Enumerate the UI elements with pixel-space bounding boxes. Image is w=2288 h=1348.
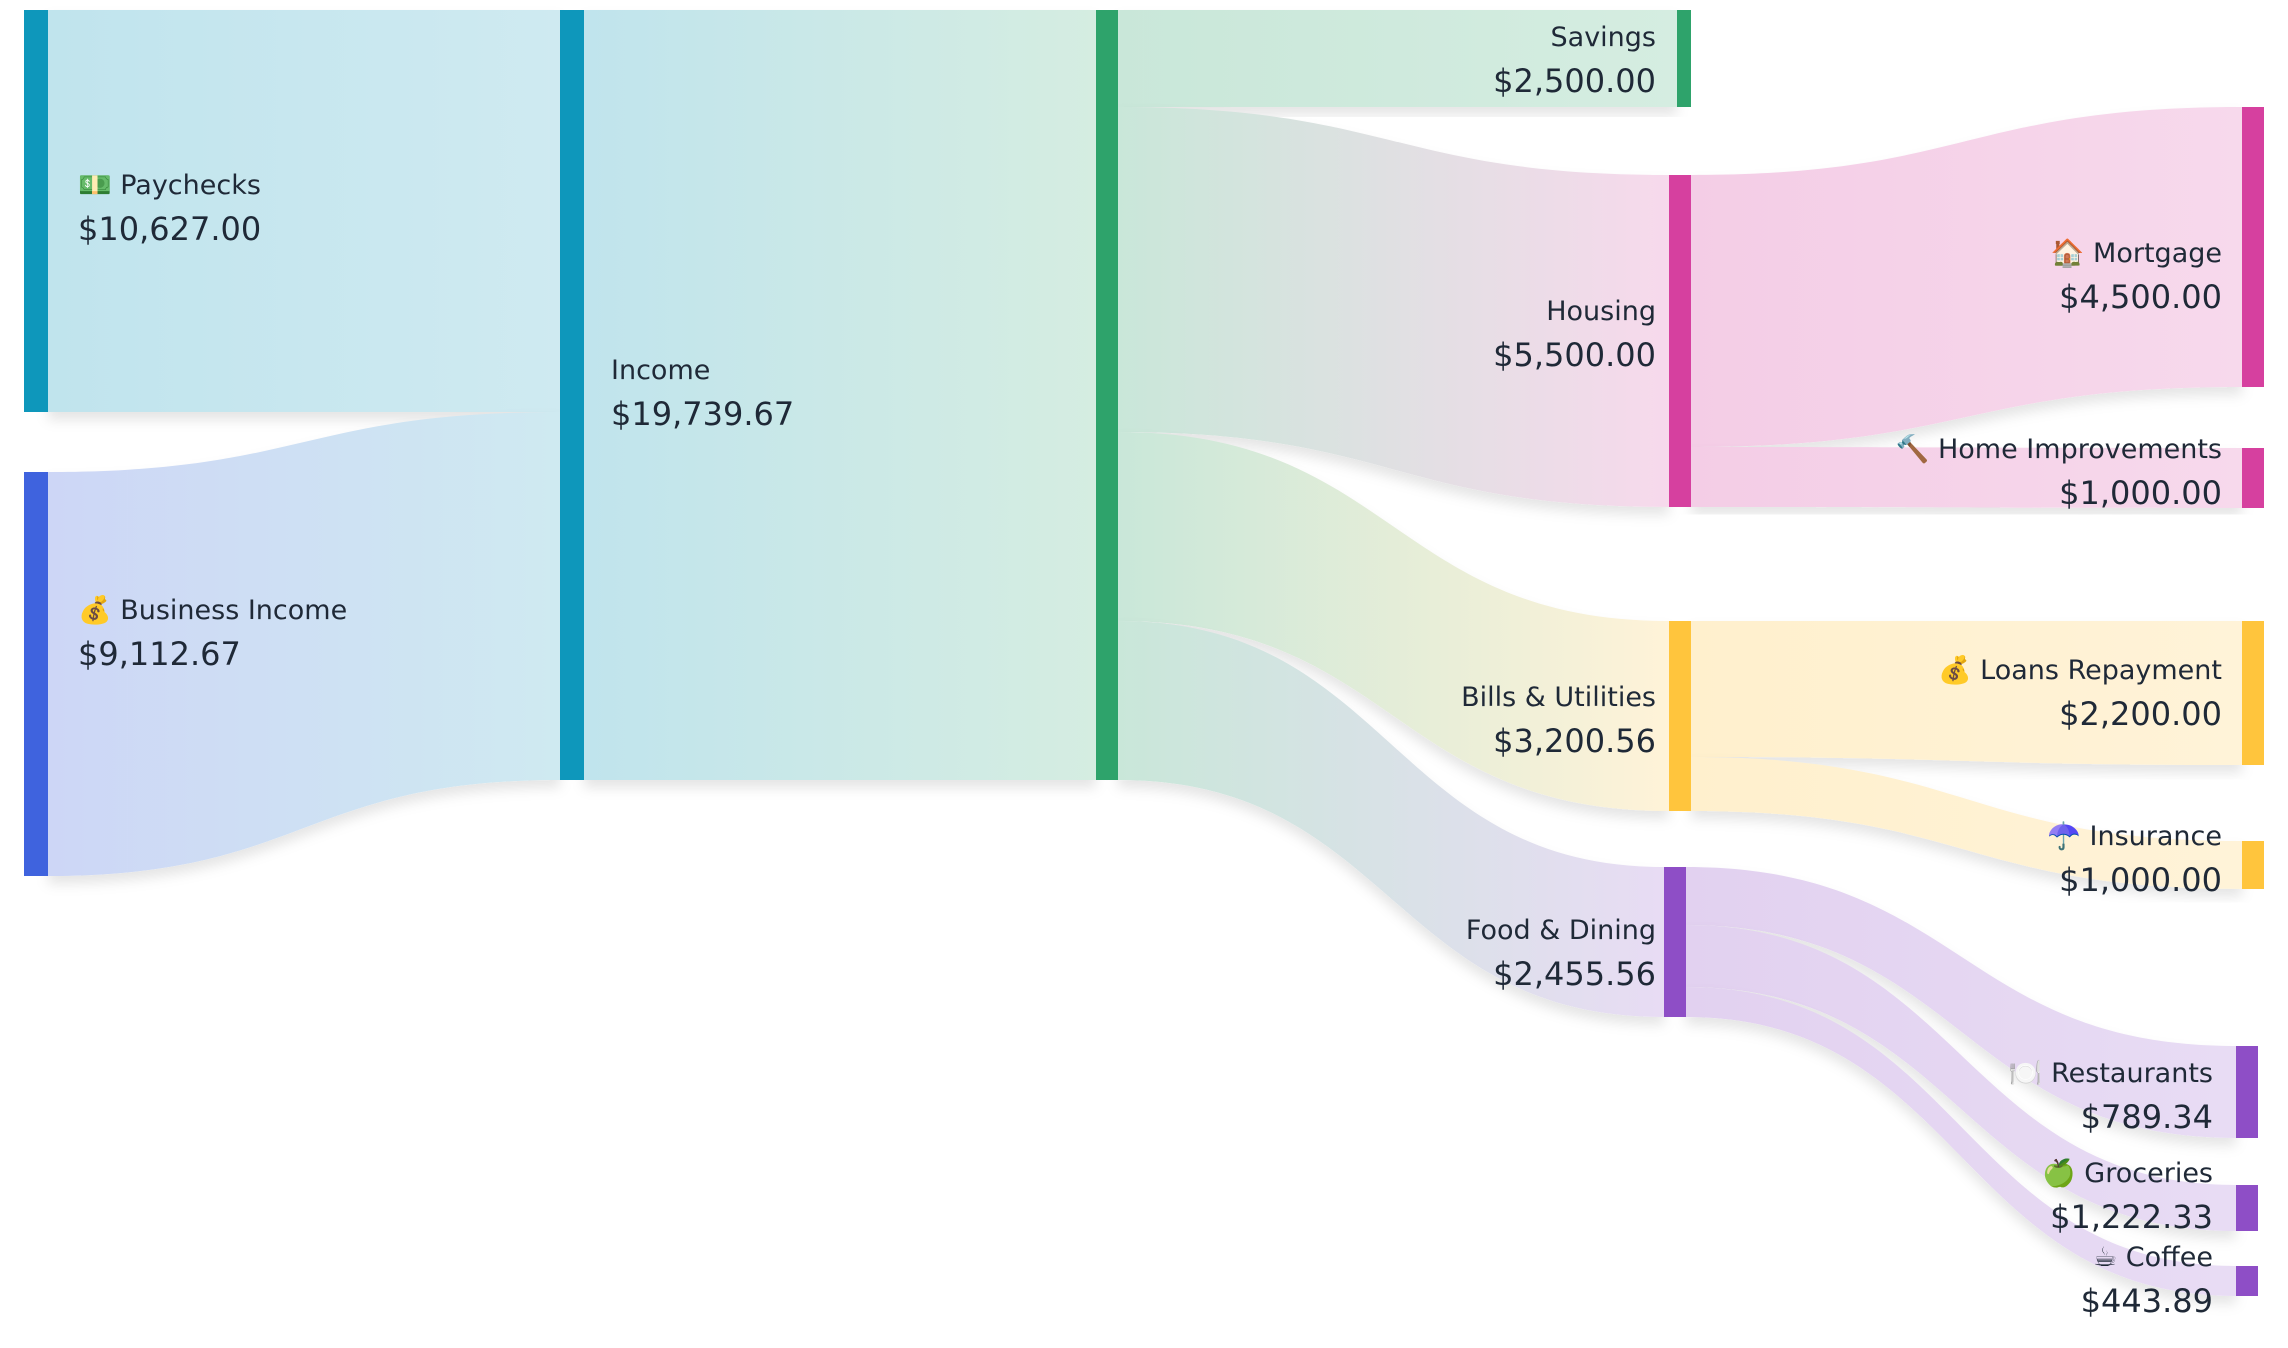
node-label-paychecks: 💵 Paychecks $10,627.00 xyxy=(78,170,261,248)
node-value-mortgage: $4,500.00 xyxy=(2059,278,2222,317)
node-label-savings: Savings $2,500.00 xyxy=(1493,22,1656,100)
link-income-to-budget xyxy=(584,10,1096,780)
node-label-insurance: ☂️ Insurance $1,000.00 xyxy=(2047,821,2222,899)
node-bar-budget[interactable] xyxy=(1096,10,1118,780)
node-name-groceries: 🍏 Groceries xyxy=(2042,1158,2213,1189)
node-bar-groceries[interactable] xyxy=(2236,1185,2258,1231)
node-bar-insurance[interactable] xyxy=(2242,841,2264,889)
node-label-business: 💰 Business Income $9,112.67 xyxy=(78,595,347,673)
node-label-coffee: ☕ Coffee $443.89 xyxy=(2081,1242,2213,1320)
node-bar-coffee[interactable] xyxy=(2236,1266,2258,1296)
node-label-bills: Bills & Utilities $3,200.56 xyxy=(1461,682,1656,760)
node-name-mortgage: 🏠 Mortgage xyxy=(2050,238,2222,269)
node-value-paychecks: $10,627.00 xyxy=(78,210,262,249)
link-business-to-income xyxy=(48,412,560,876)
node-bar-savings[interactable] xyxy=(1677,10,1691,107)
node-name-business: 💰 Business Income xyxy=(78,595,348,626)
link-budget-to-bills xyxy=(1118,432,1669,811)
node-value-coffee: $443.89 xyxy=(2080,1282,2213,1321)
node-name-bills: Bills & Utilities xyxy=(1461,682,1656,713)
node-label-restaurants: 🍽️ Restaurants $789.34 xyxy=(2009,1058,2213,1136)
node-value-food: $2,455.56 xyxy=(1493,955,1656,994)
link-paychecks-to-income xyxy=(48,10,560,412)
node-label-loans: 💰 Loans Repayment $2,200.00 xyxy=(1938,655,2222,733)
node-label-homeimp: 🔨 Home Improvements $1,000.00 xyxy=(1896,434,2222,512)
node-value-housing: $5,500.00 xyxy=(1493,336,1656,375)
link-food-to-coffee xyxy=(1686,987,2236,1296)
node-label-housing: Housing $5,500.00 xyxy=(1493,296,1656,374)
node-bar-mortgage[interactable] xyxy=(2242,107,2264,387)
node-label-food: Food & Dining $2,455.56 xyxy=(1466,915,1656,993)
link-housing-to-homeimp xyxy=(1691,447,2242,508)
node-name-homeimp: 🔨 Home Improvements xyxy=(1895,434,2222,465)
node-label-income: Income $19,739.67 xyxy=(611,355,794,433)
node-name-savings: Savings xyxy=(1550,22,1656,53)
node-bar-housing[interactable] xyxy=(1669,175,1691,507)
node-value-loans: $2,200.00 xyxy=(2059,695,2222,734)
node-name-restaurants: 🍽️ Restaurants xyxy=(2008,1058,2213,1089)
node-name-paychecks: 💵 Paychecks xyxy=(78,170,261,201)
node-value-bills: $3,200.56 xyxy=(1493,722,1656,761)
node-value-insurance: $1,000.00 xyxy=(2059,861,2222,900)
node-name-food: Food & Dining xyxy=(1465,915,1656,946)
node-name-income: Income xyxy=(611,355,711,386)
node-name-housing: Housing xyxy=(1546,296,1656,327)
node-value-homeimp: $1,000.00 xyxy=(2059,474,2222,513)
node-bar-homeimp[interactable] xyxy=(2242,448,2264,508)
node-name-insurance: ☂️ Insurance xyxy=(2047,821,2222,852)
node-value-restaurants: $789.34 xyxy=(2080,1098,2213,1137)
node-value-income: $19,739.67 xyxy=(611,395,795,434)
link-bills-to-insurance xyxy=(1691,757,2242,889)
node-value-groceries: $1,222.33 xyxy=(2050,1198,2213,1237)
node-value-savings: $2,500.00 xyxy=(1493,62,1656,101)
node-bar-paychecks[interactable] xyxy=(24,10,48,412)
node-name-loans: 💰 Loans Repayment xyxy=(1937,655,2222,686)
node-label-mortgage: 🏠 Mortgage $4,500.00 xyxy=(2051,238,2222,316)
link-food-to-groceries xyxy=(1686,925,2236,1231)
node-bar-income[interactable] xyxy=(560,10,584,780)
link-budget-to-savings xyxy=(1118,10,1677,107)
node-label-groceries: 🍏 Groceries $1,222.33 xyxy=(2042,1158,2213,1236)
node-bar-business[interactable] xyxy=(24,472,48,876)
node-bar-loans[interactable] xyxy=(2242,621,2264,765)
link-bills-to-loans xyxy=(1691,621,2242,765)
link-budget-to-housing xyxy=(1118,107,1669,507)
link-food-to-restaurants xyxy=(1686,867,2236,1138)
node-value-business: $9,112.67 xyxy=(78,635,241,674)
link-housing-to-mortgage xyxy=(1691,107,2242,447)
node-name-coffee: ☕ Coffee xyxy=(2093,1242,2213,1273)
link-budget-to-food xyxy=(1118,621,1664,1017)
node-bar-bills[interactable] xyxy=(1669,621,1691,811)
node-bar-food[interactable] xyxy=(1664,867,1686,1017)
node-bar-restaurants[interactable] xyxy=(2236,1046,2258,1138)
